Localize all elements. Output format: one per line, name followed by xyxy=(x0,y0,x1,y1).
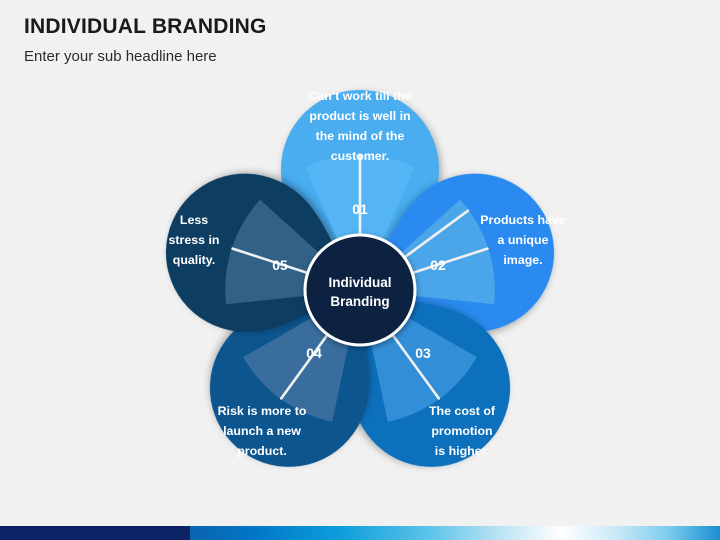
petal-01-line-3: the mind of the xyxy=(316,129,405,143)
center-circle xyxy=(303,233,417,347)
petal-02-number: 02 xyxy=(430,257,446,273)
petal-04-number: 04 xyxy=(306,345,322,361)
petal-01-text: Can’t work till the product is well in t… xyxy=(308,89,411,163)
center-label-line1: Individual xyxy=(328,275,391,290)
page-subtitle: Enter your sub headline here xyxy=(24,48,217,66)
petal-03-line-2: promotion xyxy=(431,424,492,438)
center-label-line2: Branding xyxy=(330,294,389,309)
flower-diagram: Individual Branding 01 02 03 04 05 Can’t… xyxy=(80,38,640,508)
petal-05-line-2: stress in xyxy=(169,233,220,247)
petal-01-line-1: Can’t work till the xyxy=(308,89,411,103)
header: INDIVIDUAL BRANDING Enter your sub headl… xyxy=(24,14,444,66)
petal-03-number: 03 xyxy=(415,345,431,361)
petal-01-line-2: product is well in xyxy=(309,109,410,123)
petal-01-line-4: customer. xyxy=(331,149,390,163)
petal-03-text: The cost of promotion is higher. xyxy=(429,404,496,458)
petal-05-line-1: Less xyxy=(180,213,208,227)
petal-04-line-2: launch a new xyxy=(223,424,301,438)
bottom-bar-navy-segment xyxy=(0,526,190,540)
center-node[interactable]: Individual Branding xyxy=(303,233,417,347)
petal-02-line-2: a unique xyxy=(498,233,549,247)
bottom-bar-gradient-segment xyxy=(190,526,720,540)
petal-05-number: 05 xyxy=(272,257,288,273)
page-title: INDIVIDUAL BRANDING xyxy=(24,15,267,38)
petal-02-text: Products have a unique image. xyxy=(480,213,565,267)
petal-04-line-1: Risk is more to xyxy=(218,404,307,418)
bottom-accent-bar xyxy=(0,526,720,540)
petal-04-text: Risk is more to launch a new product. xyxy=(218,404,307,458)
petal-05-line-3: quality. xyxy=(173,253,215,267)
petal-01-number: 01 xyxy=(352,201,368,217)
petal-03-line-1: The cost of xyxy=(429,404,496,418)
petal-05-text: Less stress in quality. xyxy=(169,213,220,267)
petal-02-line-1: Products have xyxy=(480,213,565,227)
petal-02-line-3: image. xyxy=(503,253,542,267)
petal-04-line-3: product. xyxy=(237,444,287,458)
petal-03-line-3: is higher. xyxy=(435,444,489,458)
